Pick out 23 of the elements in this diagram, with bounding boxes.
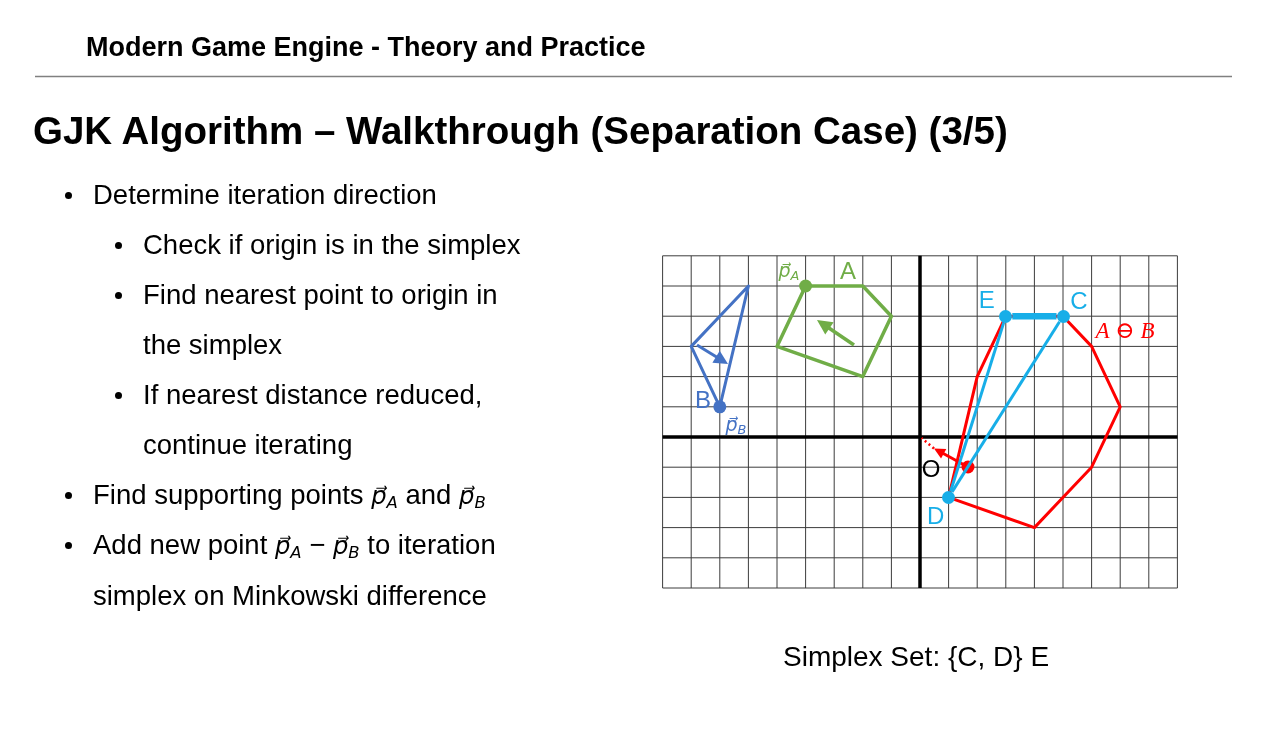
simplex-edge bbox=[949, 321, 1006, 492]
point-label: D bbox=[926, 504, 945, 529]
simplex-point bbox=[999, 309, 1013, 323]
bullet-text: Find nearest point to origin in the simplex bbox=[143, 278, 499, 362]
point-label: C bbox=[1070, 289, 1088, 314]
shape-label: A bbox=[840, 259, 856, 283]
shape-label: B bbox=[695, 388, 711, 412]
bullet-text: Determine iteration direction bbox=[93, 178, 438, 212]
simplex-edge bbox=[1012, 312, 1057, 320]
vector-label: p⃗$_{A}$ bbox=[778, 260, 800, 280]
simplex-edge bbox=[950, 320, 1061, 493]
origin-label: O bbox=[921, 457, 941, 481]
figure-caption: Simplex Set: {C, D} E bbox=[783, 640, 1050, 674]
bullet-text: Find supporting points p⃗$_{A}$ and p⃗$_{B}$ bbox=[93, 478, 487, 515]
simplex-point bbox=[942, 490, 956, 504]
point-label: E bbox=[978, 288, 995, 313]
bullet-text: Check if origin is in the simplex bbox=[143, 228, 522, 262]
bullet-text: Add new point p⃗$_{A}$ − p⃗$_{B}$ to iteration simplex on Minkowski difference bbox=[93, 528, 497, 613]
slide-title: GJK Algorithm – Walkthrough (Separation Case) (3/5) bbox=[33, 108, 1008, 154]
vector-label: p⃗$_{B}$ bbox=[725, 414, 747, 434]
simplex-point bbox=[1056, 309, 1070, 323]
minkowski-difference-label: A ⊖ B bbox=[1095, 318, 1155, 342]
course-header-text: Modern Game Engine - Theory and Practice bbox=[86, 31, 646, 64]
